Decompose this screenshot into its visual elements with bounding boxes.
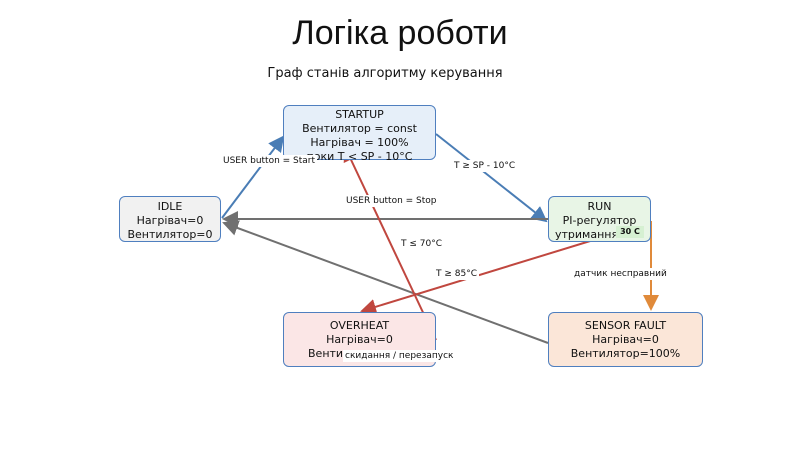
state-sensor-fault: SENSOR FAULT Нагрівач=0 Вентилятор=100% [548,312,703,367]
edge-label-reset: скидання / перезапуск [343,350,456,362]
state-idle-name: IDLE [157,200,183,213]
state-startup-line: Вентилятор = const [302,122,417,135]
state-run-line: PI-регулятор [562,214,637,227]
edge-idle-to-startup [221,135,285,219]
state-idle: IDLE Нагрівач=0 Вентилятор=0 [119,196,221,242]
state-overheat-line: Вентил [308,347,351,360]
state-startup-name: STARTUP [335,108,384,121]
run-temperature-badge: 30 C [616,226,644,238]
edge-startup-to-run [435,133,548,223]
state-startup: STARTUP Вентилятор = const Нагрівач = 10… [283,105,436,163]
state-idle-line: Нагрівач=0 [136,214,204,227]
edge-label-user-stop: USER button = Stop [344,195,439,207]
state-startup-line: Нагрівач = 100% [310,136,409,149]
edge-run-to-overheat [360,237,601,315]
state-idle-line: Вентилятор=0 [127,228,213,241]
slide-title: Логіка роботи [292,14,508,52]
state-sensor-fault-line: Вентилятор=100% [570,347,681,360]
state-overheat-name: OVERHEAT [329,319,390,332]
state-startup-line: поки T < SP - 10°C [306,150,413,163]
state-run-line: утримання [555,228,619,241]
state-overheat-line: Нагрівач=0 [326,333,393,346]
diagram-title: Граф станів алгоритму керування [267,66,503,81]
edge-label-user-start: USER button = Start [221,155,318,167]
state-sensor-fault-name: SENSOR FAULT [584,319,667,332]
edge-label-t70: T ≤ 70°C [399,238,444,250]
edge-label-t-sp: T ≥ SP - 10°C [452,160,518,172]
edge-sensor-to-idle [222,220,549,344]
state-run-name: RUN [587,200,612,213]
edge-overheat-to-startup [343,145,437,341]
edge-label-t85: T ≥ 85°C [434,268,479,280]
state-sensor-fault-line: Нагрівач=0 [592,333,659,346]
edge-label-sensor-fault: датчик несправний [572,268,669,280]
